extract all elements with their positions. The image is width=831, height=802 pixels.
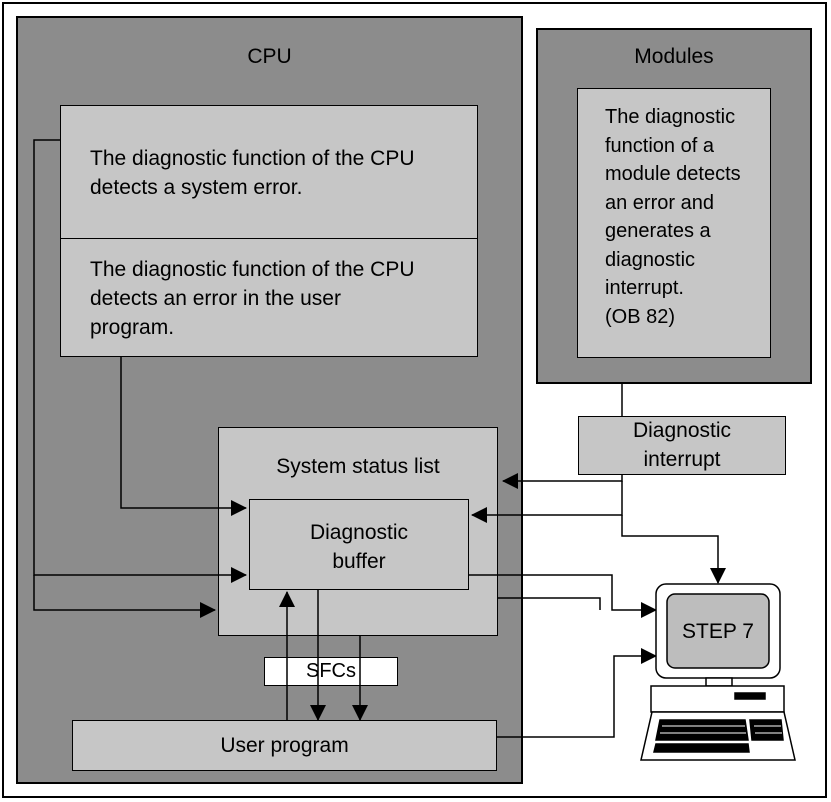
user-program-box [72, 720, 497, 771]
user-error-box [60, 238, 478, 357]
diagnostic-buffer-box [249, 499, 469, 590]
modules-title: Modules [634, 45, 714, 68]
step7-label: STEP 7 [682, 620, 754, 643]
buffer-to-pg-arrow [469, 574, 657, 618]
user-program-label: User program [220, 734, 349, 757]
user-error-text: The diagnostic function of the CPU detec… [90, 258, 415, 339]
interrupt-to-buffer-arrow [471, 481, 623, 523]
interrupt-to-ssl-arrow [502, 473, 623, 489]
system-error-box [60, 105, 478, 239]
interrupt-to-pg-arrow [621, 515, 726, 584]
diagnostic-interrupt-box [578, 416, 786, 475]
system-error-to-buffer-arrow [33, 139, 247, 583]
system-status-list-label: System status list [276, 455, 440, 478]
cpu-title: CPU [247, 45, 292, 68]
modules-info-text: The diagnostic function of a module dete… [605, 106, 741, 328]
user-program-to-pg-arrow [497, 648, 657, 738]
ssl-to-pg-arrow [498, 597, 601, 610]
user-error-to-buffer-arrow [120, 357, 247, 516]
computer-terminal-icon [640, 583, 796, 761]
diagnostic-interrupt-label: Diagnostic interrupt [632, 419, 732, 471]
system-error-to-ssl-arrow [33, 575, 216, 618]
modules-info-box [577, 88, 771, 358]
diagnostic-buffer-label: Diagnostic buffer [309, 521, 409, 573]
system-error-text: The diagnostic function of the CPU detec… [90, 147, 415, 199]
